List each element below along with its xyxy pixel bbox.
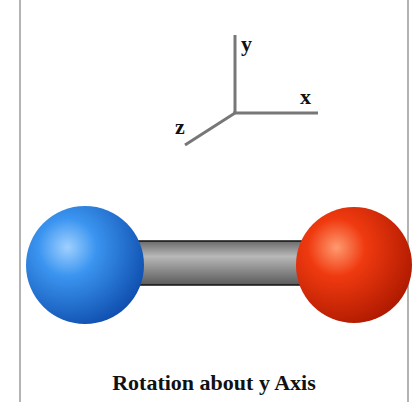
axis-label: z [175, 116, 185, 138]
z-axis [185, 113, 235, 145]
axis-label: y [241, 33, 252, 55]
y-axis [234, 35, 237, 113]
axis-label: x [300, 86, 311, 108]
frame-line [19, 0, 21, 402]
caption: Rotation about y Axis [112, 372, 316, 394]
bond-bar [135, 241, 305, 285]
blue-atom [26, 206, 144, 324]
frame-line [407, 0, 409, 402]
x-axis [233, 112, 318, 115]
red-atom [296, 207, 412, 323]
